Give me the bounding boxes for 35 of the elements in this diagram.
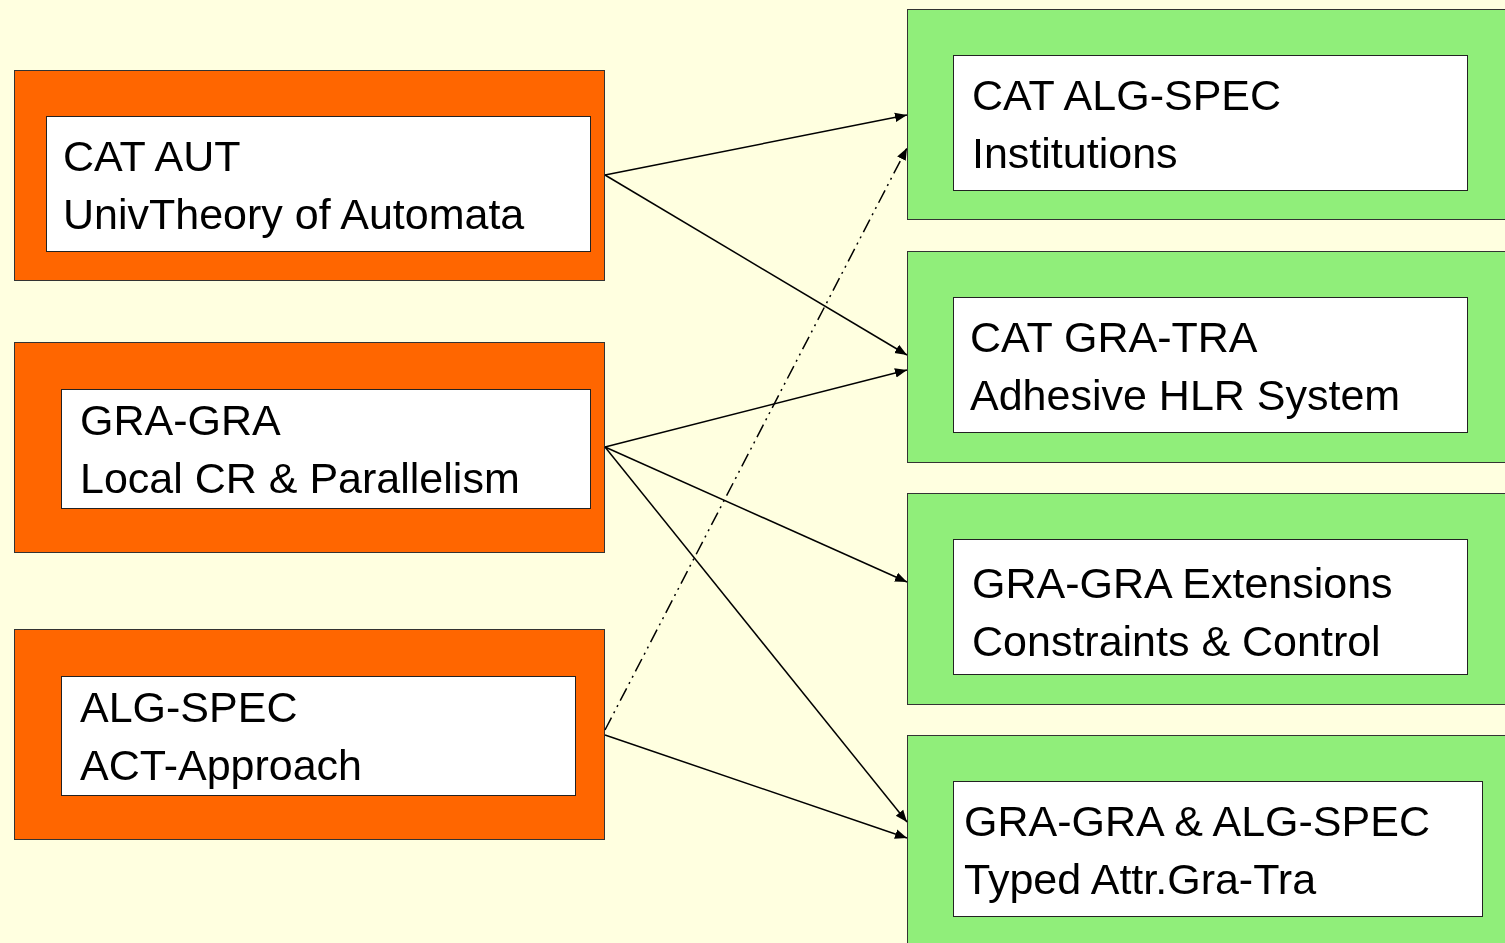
box-subtitle: UnivTheory of Automata (63, 189, 525, 240)
box-subtitle: Constraints & Control (972, 616, 1381, 667)
box-subtitle: Institutions (972, 128, 1178, 179)
box-heading: GRA-GRA Extensions (972, 558, 1393, 609)
box-subtitle: Local CR & Parallelism (80, 453, 520, 504)
text-box (61, 676, 576, 796)
arrow (604, 174, 908, 356)
box-subtitle: ACT-Approach (80, 740, 363, 791)
arrow (604, 368, 908, 448)
outer-box (14, 629, 605, 840)
box-heading: GRA-GRA (80, 395, 281, 446)
outer-box (14, 342, 605, 553)
box-heading: CAT AUT (63, 131, 241, 182)
arrow (604, 446, 908, 823)
text-box (953, 781, 1483, 917)
outer-box (907, 493, 1505, 705)
box-heading: CAT ALG-SPEC (972, 70, 1282, 121)
text-box (61, 389, 591, 509)
outer-box (907, 9, 1505, 220)
box-heading: ALG-SPEC (80, 682, 298, 733)
outer-box (14, 70, 605, 281)
box-subtitle: Adhesive HLR System (970, 370, 1401, 421)
arrow (604, 147, 908, 731)
box-heading: CAT GRA-TRA (970, 312, 1258, 363)
arrow (604, 734, 908, 839)
box-subtitle: Typed Attr.Gra-Tra (964, 854, 1317, 905)
box-heading: GRA-GRA & ALG-SPEC (964, 796, 1430, 847)
text-box (953, 539, 1468, 675)
outer-box (907, 735, 1505, 943)
outer-box (907, 251, 1505, 463)
arrow (604, 112, 908, 176)
text-box (953, 55, 1468, 191)
arrow (604, 446, 908, 583)
text-box (46, 116, 591, 252)
text-box (953, 297, 1468, 433)
